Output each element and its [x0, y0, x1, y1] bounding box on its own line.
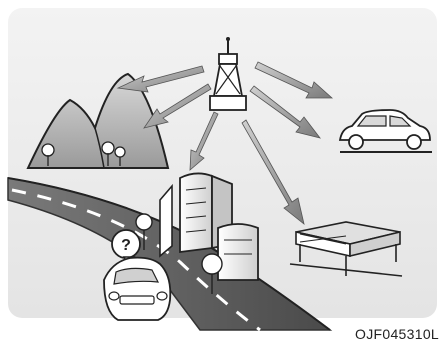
figure-code-label: OJF045310L [355, 326, 439, 342]
question-mark: ? [121, 237, 131, 254]
car-front-icon [104, 258, 170, 320]
